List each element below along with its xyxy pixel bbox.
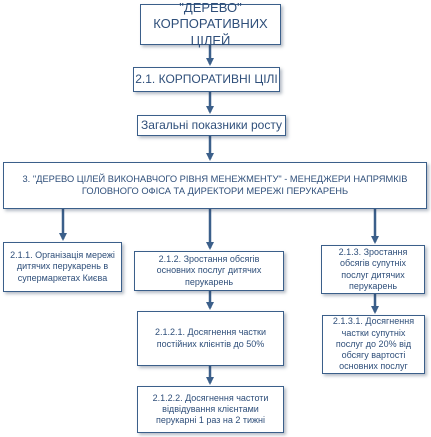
management-tree-label: 3. "ДЕРЕВО ЦІЛЕЙ ВИКОНАВЧОГО РІВНЯ МЕНЕЖ… xyxy=(22,173,408,196)
goal-label-3: 2.1.3. Зростання обсягів супутніх послуг… xyxy=(338,247,408,291)
subgoal-box-3: 2.1.3.1. Досягнення частки супутніх посл… xyxy=(322,315,425,374)
root-goal-label: "ДЕРЕВО" КОРПОРАТИВНИХ ЦІЛЕЙ xyxy=(153,0,268,48)
subgoal-label-3: 2.1.3.1. Досягнення частки супутніх посл… xyxy=(332,316,415,372)
subgoal-label-2: 2.1.2.2. Досягнення частоти відвідування… xyxy=(152,392,269,426)
corporate-goals-box: 2.1. КОРПОРАТИВНІ ЦІЛІ xyxy=(133,67,280,92)
goal-label-1: 2.1.1. Організація мережі дитячих перука… xyxy=(10,250,115,283)
subgoal-box-2: 2.1.2.2. Досягнення частоти відвідування… xyxy=(137,386,284,433)
goal-label-2: 2.1.2. Зростання обсягів основних послуг… xyxy=(156,254,262,287)
goal-box-3: 2.1.3. Зростання обсягів супутніх послуг… xyxy=(321,245,425,294)
root-goal-box: "ДЕРЕВО" КОРПОРАТИВНИХ ЦІЛЕЙ xyxy=(140,0,281,48)
growth-indicators-box: Загальні показники росту xyxy=(137,115,286,136)
growth-indicators-label: Загальні показники росту xyxy=(141,118,282,132)
subgoal-label-1: 2.1.2.1. Досягнення частки постійних клі… xyxy=(155,327,266,349)
subgoal-box-1: 2.1.2.1. Досягнення частки постійних клі… xyxy=(137,311,284,366)
management-tree-box: 3. "ДЕРЕВО ЦІЛЕЙ ВИКОНАВЧОГО РІВНЯ МЕНЕЖ… xyxy=(3,162,427,209)
goal-box-2: 2.1.2. Зростання обсягів основних послуг… xyxy=(134,251,284,291)
goal-box-1: 2.1.1. Організація мережі дитячих перука… xyxy=(3,242,122,292)
corporate-goals-label: 2.1. КОРПОРАТИВНІ ЦІЛІ xyxy=(135,72,278,86)
